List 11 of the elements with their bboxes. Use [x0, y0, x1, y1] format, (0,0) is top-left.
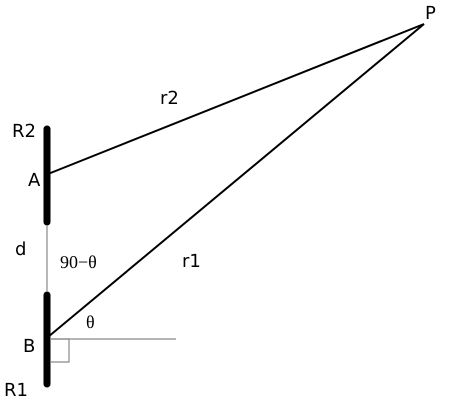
angle-label: θ: [86, 312, 95, 332]
edge-label: r1: [182, 252, 201, 272]
line-segment: [48, 23, 424, 175]
antenna-label: R2: [12, 122, 36, 142]
angle-label: 90−θ: [60, 252, 97, 272]
edge-label: r2: [160, 89, 179, 109]
point-label: B: [23, 337, 36, 357]
antenna-label: R1: [4, 381, 28, 401]
distance-label: d: [15, 240, 26, 260]
point-label: P: [425, 4, 436, 24]
point-label: A: [28, 171, 40, 191]
